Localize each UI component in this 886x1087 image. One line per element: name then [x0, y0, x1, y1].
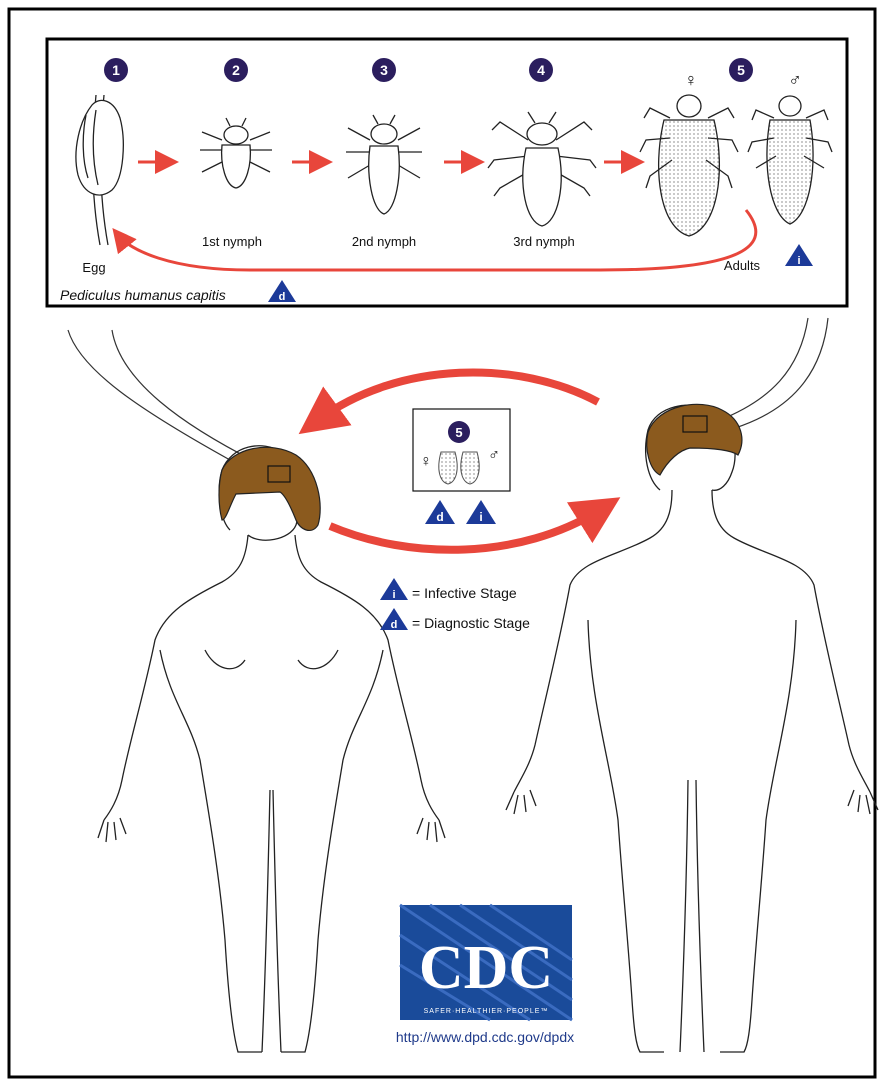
inset-male-symbol: ♂	[488, 447, 500, 464]
cdc-url: http://www.dpd.cdc.gov/dpdx	[396, 1029, 574, 1045]
stage-egg-label: Egg	[82, 260, 105, 275]
cdc-logo-text: CDC	[419, 934, 553, 1002]
male-symbol: ♂	[788, 70, 802, 90]
inset-stage-badge: 5	[448, 421, 470, 443]
transmission-arrow-left-to-right	[330, 510, 600, 550]
svg-text:d: d	[279, 291, 286, 303]
stage-4-badge: 4	[529, 58, 553, 82]
legend-diagnostic-text: = Diagnostic Stage	[412, 615, 530, 631]
cdc-logo: CDC SAFER·HEALTHIER·PEOPLE™	[400, 905, 572, 1020]
svg-text:d: d	[436, 510, 443, 524]
svg-text:i: i	[797, 255, 800, 267]
female-symbol: ♀	[684, 70, 698, 90]
right-hair	[647, 404, 742, 475]
stage-1st-nymph-label: 1st nymph	[202, 234, 262, 249]
legend-diagnostic: d = Diagnostic Stage	[380, 608, 530, 631]
inset-female-symbol: ♀	[420, 453, 432, 470]
inset-diagnostic-marker: d	[425, 500, 455, 524]
stage-5-badge: 5	[729, 58, 753, 82]
inset-infective-marker: i	[466, 500, 496, 524]
species-label: Pediculus humanus capitis	[60, 287, 226, 303]
svg-text:d: d	[391, 619, 398, 631]
cdc-tagline: SAFER·HEALTHIER·PEOPLE™	[424, 1008, 549, 1015]
stage-4-number: 4	[537, 62, 545, 78]
legend-infective: i = Infective Stage	[380, 578, 517, 601]
stage-1-number: 1	[112, 62, 120, 78]
stage-3rd-nymph-label: 3rd nymph	[513, 234, 574, 249]
left-hair	[219, 447, 320, 530]
stage-3-number: 3	[380, 62, 388, 78]
svg-text:i: i	[392, 589, 395, 601]
stage-2-badge: 2	[224, 58, 248, 82]
stage-3-badge: 3	[372, 58, 396, 82]
left-human-figure	[98, 446, 445, 1052]
stage-2-number: 2	[232, 62, 240, 78]
svg-text:5: 5	[455, 425, 462, 440]
stage-2nd-nymph-label: 2nd nymph	[352, 234, 416, 249]
stage-adults-label: Adults	[724, 258, 761, 273]
legend-infective-text: = Infective Stage	[412, 585, 517, 601]
stage-1-badge: 1	[104, 58, 128, 82]
stage-5-number: 5	[737, 62, 745, 78]
svg-text:i: i	[479, 510, 482, 524]
